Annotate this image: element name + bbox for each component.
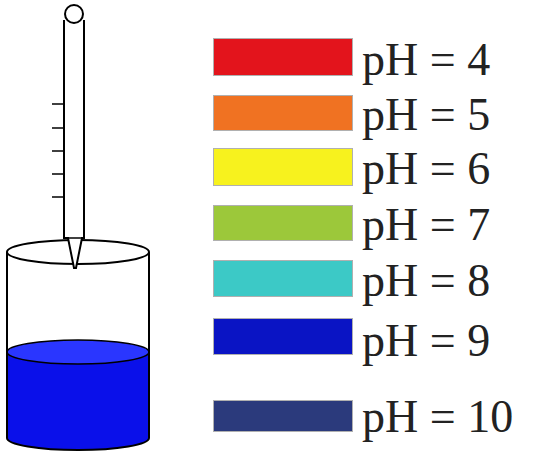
legend-label: pH = 4 xyxy=(362,37,490,83)
legend-swatch xyxy=(213,260,353,297)
beaker-wall xyxy=(7,252,149,450)
dropper-tip xyxy=(64,237,84,239)
dropper-tube xyxy=(64,20,84,268)
legend-swatch xyxy=(213,205,353,241)
legend-swatch xyxy=(213,318,353,355)
legend-label: pH = 7 xyxy=(362,202,490,248)
legend-swatch xyxy=(213,95,353,131)
legend-label: pH = 6 xyxy=(362,146,490,192)
scale-ticks xyxy=(52,104,64,197)
legend-swatch xyxy=(213,400,353,432)
legend-label: pH = 9 xyxy=(362,318,490,364)
liquid-surface xyxy=(7,340,149,364)
dropper-bulb xyxy=(65,5,83,23)
legend-swatch xyxy=(213,148,353,186)
legend-label: pH = 10 xyxy=(362,394,513,440)
legend-label: pH = 8 xyxy=(362,258,490,304)
legend-label: pH = 5 xyxy=(362,92,490,138)
legend-swatch xyxy=(213,38,353,76)
liquid xyxy=(7,352,149,450)
